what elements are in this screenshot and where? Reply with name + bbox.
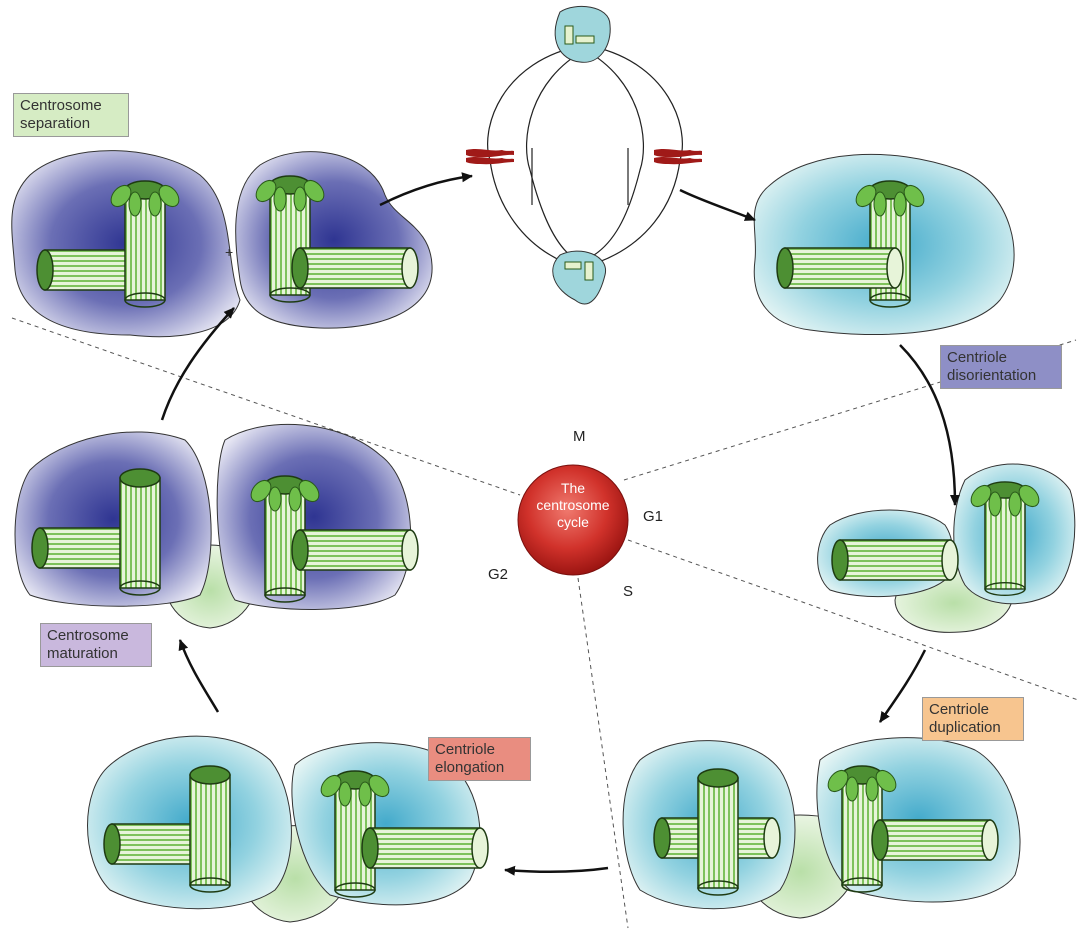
label-centrosome-maturation: Centrosome maturation: [40, 623, 152, 667]
center-line-1: The: [560, 480, 586, 496]
arrow-to-g1: [679, 188, 756, 222]
label-centriole-disorientation: Centriole disorientation: [940, 345, 1062, 389]
disorientation-line-2: disorientation: [947, 367, 1037, 384]
center-label: The centrosome cycle: [518, 480, 628, 531]
label-centrosome-separation: Centrosome separation: [13, 93, 129, 137]
centrosome-blue-right: [235, 151, 433, 329]
duplication-line-1: Centriole: [929, 701, 990, 718]
label-centriole-duplication: Centriole duplication: [922, 697, 1024, 741]
chromosome-right: [654, 149, 702, 165]
phase-s: S: [623, 583, 634, 600]
center-line-2: centrosome: [536, 497, 610, 513]
cycle-arrows: [160, 172, 960, 876]
maturation-line-1: Centrosome: [47, 627, 129, 644]
centrosome-g1: [753, 153, 1015, 336]
center-circle: [517, 464, 629, 576]
maturation-line-2: maturation: [47, 645, 118, 662]
mitotic-spindle: [487, 44, 683, 269]
centrosome-blue-left: [11, 150, 241, 338]
phase-m: M: [573, 428, 586, 445]
arrow-to-separation: [160, 307, 235, 421]
arrow-to-elongation: [504, 865, 609, 876]
elongation-line-2: elongation: [435, 759, 505, 776]
duplication-line-2: duplication: [929, 719, 1001, 736]
center-line-3: cycle: [557, 514, 589, 530]
centrosome-maturation: [14, 423, 419, 629]
arrow-to-spindle: [379, 172, 473, 207]
separation-plus: +: [225, 244, 233, 260]
arrow-to-maturation: [178, 639, 220, 713]
separation-line-1: Centrosome: [20, 97, 102, 114]
arrow-to-disorientation: [899, 344, 960, 506]
centrosome-disoriented: [817, 463, 1076, 633]
phase-g2: G2: [488, 566, 509, 583]
phase-g1: G1: [643, 508, 664, 525]
centrosome-elongation: [87, 735, 489, 923]
disorientation-line-1: Centriole: [947, 349, 1008, 366]
elongation-line-1: Centriole: [435, 741, 496, 758]
spindle-pole-top: [554, 5, 611, 63]
arrow-to-duplication: [878, 649, 927, 723]
chromosome-left: [466, 149, 514, 165]
label-centriole-elongation: Centriole elongation: [428, 737, 531, 781]
separation-line-2: separation: [20, 115, 91, 132]
centrosome-duplication: [622, 737, 1021, 919]
spindle-pole-bottom: [552, 250, 606, 305]
